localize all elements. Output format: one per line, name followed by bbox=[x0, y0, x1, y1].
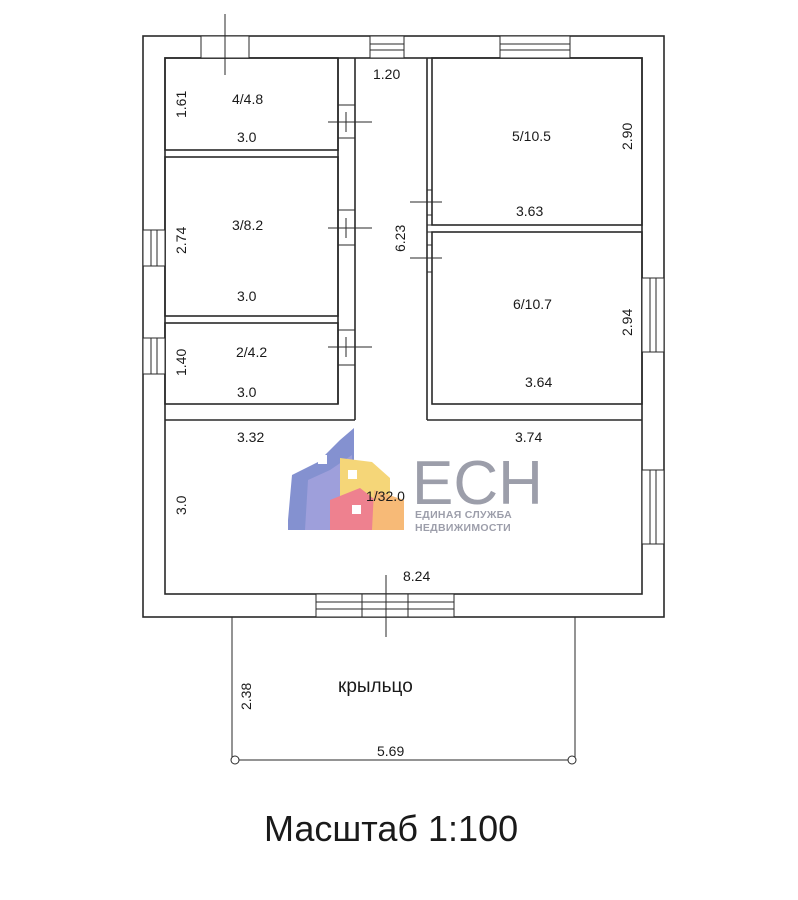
room-label: 3/8.2 bbox=[232, 217, 263, 233]
porch-label: крыльцо bbox=[338, 676, 413, 697]
room-label: 5/10.5 bbox=[512, 128, 551, 144]
watermark-line2: НЕДВИЖИМОСТИ bbox=[415, 522, 511, 534]
dim-room1-total-width: 8.24 bbox=[403, 568, 430, 584]
logo-window bbox=[318, 455, 327, 464]
door-markers bbox=[328, 104, 442, 366]
dim-room1-left-width: 3.32 bbox=[237, 429, 264, 445]
logo-shape-orange bbox=[372, 490, 404, 530]
dim-room2-height: 1.40 bbox=[173, 349, 189, 376]
porch bbox=[230, 617, 577, 765]
room-label: 2/4.2 bbox=[236, 344, 267, 360]
room-label: 1/32.0 bbox=[366, 488, 405, 504]
scale-label: Масштаб 1:100 bbox=[264, 808, 518, 849]
dim-room4-width: 3.0 bbox=[237, 129, 257, 145]
dim-room6-width: 3.64 bbox=[525, 374, 552, 390]
dim-corridor-length: 6.23 bbox=[392, 225, 408, 252]
dim-room5-width: 3.63 bbox=[516, 203, 543, 219]
dim-room2-width: 3.0 bbox=[237, 384, 257, 400]
watermark-brand: ЕСН bbox=[412, 449, 543, 518]
room-label: 6/10.7 bbox=[513, 296, 552, 312]
windows bbox=[142, 14, 665, 637]
logo-window bbox=[352, 505, 361, 514]
room-label: 4/4.8 bbox=[232, 91, 263, 107]
dim-room5-height: 2.90 bbox=[619, 123, 635, 150]
watermark-line1: ЕДИНАЯ СЛУЖБА bbox=[415, 509, 512, 521]
dim-room4-height: 1.61 bbox=[173, 91, 189, 118]
dim-corridor-width: 1.20 bbox=[373, 66, 400, 82]
dim-room1-right-width: 3.74 bbox=[515, 429, 542, 445]
dim-porch-depth: 2.38 bbox=[238, 683, 254, 710]
dim-room1-height: 3.0 bbox=[173, 495, 189, 515]
watermark-logo bbox=[288, 428, 404, 530]
dim-room3-width: 3.0 bbox=[237, 288, 257, 304]
dim-porch-width: 5.69 bbox=[377, 743, 404, 759]
dim-room6-height: 2.94 bbox=[619, 309, 635, 336]
dim-room3-height: 2.74 bbox=[173, 227, 189, 254]
logo-window bbox=[348, 470, 357, 479]
